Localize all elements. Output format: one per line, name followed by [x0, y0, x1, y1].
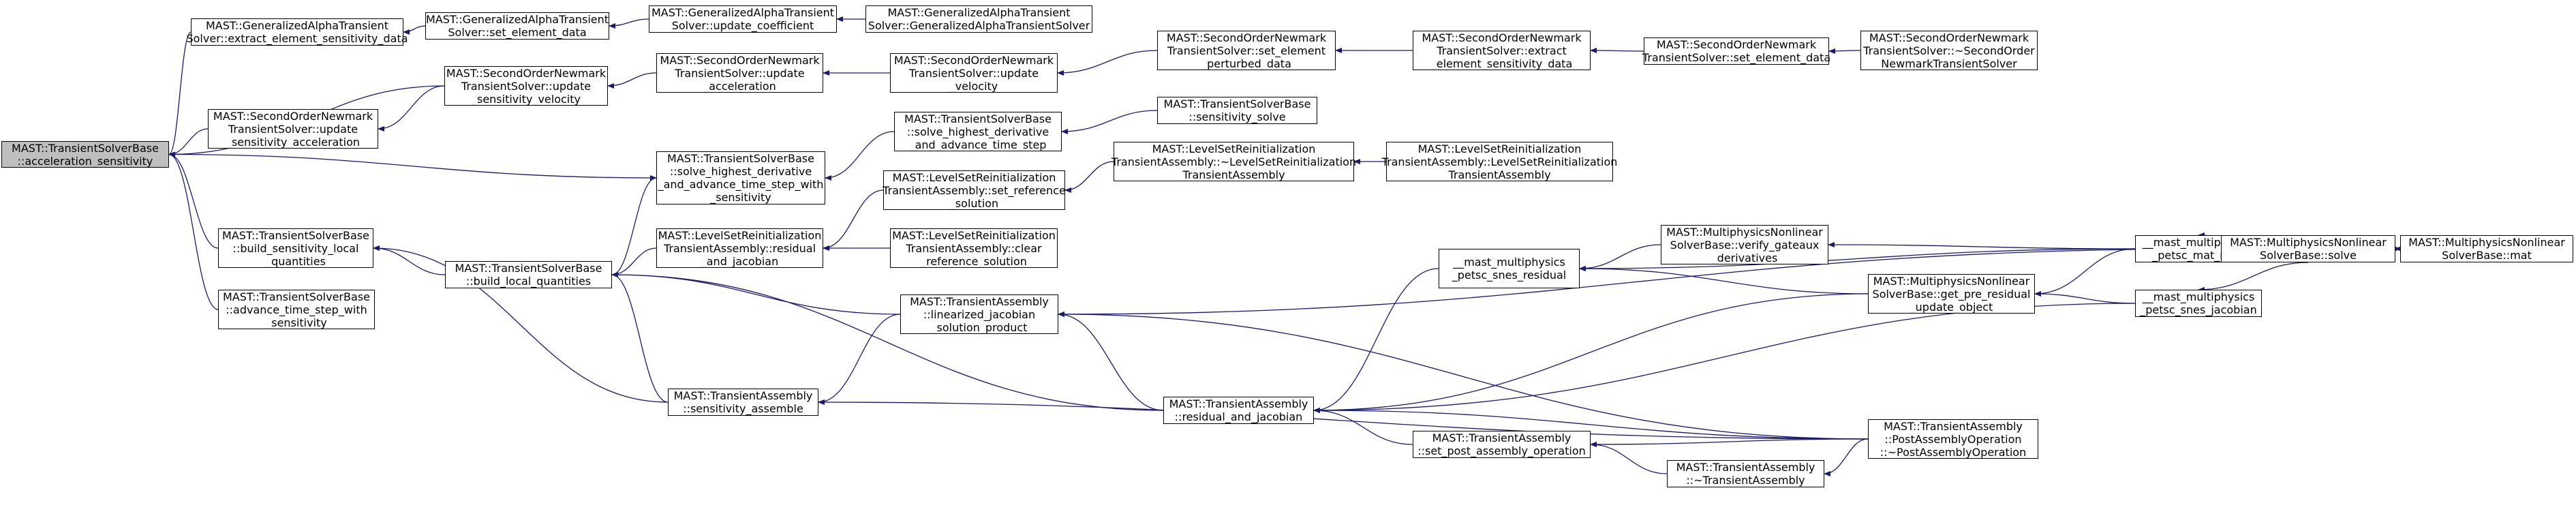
- node-ga-set-element-data[interactable]: MAST::GeneralizedAlphaTransient Solver::…: [425, 12, 609, 40]
- node-get-pre-residual-update-object[interactable]: MAST::MultiphysicsNonlinear SolverBase::…: [1868, 274, 2035, 314]
- edge-n36-to-n35: [1824, 438, 1869, 476]
- call-graph-edges: [168, 16, 2402, 476]
- node-solve-highest-derivative-with-sensitivity[interactable]: MAST::TransientSolverBase ::solve_highes…: [656, 151, 825, 204]
- edge-n16-to-n0: [168, 151, 219, 249]
- node-ga-update-coefficient[interactable]: MAST::GeneralizedAlphaTransient Solver::…: [649, 5, 837, 33]
- edge-n13-to-n0: [168, 151, 657, 179]
- node-acceleration-sensitivity: MAST::TransientSolverBase ::acceleration…: [1, 141, 169, 168]
- edge-n8-to-n7: [1057, 50, 1158, 76]
- edge-n30-to-n29: [2034, 248, 2136, 297]
- edge-n25-to-n17: [611, 272, 669, 403]
- node-petsc-snes-jacobian[interactable]: __mast_multiphysics _petsc_snes_jacobian: [2135, 290, 2262, 317]
- node-post-assembly-operation-destructor[interactable]: MAST::TransientAssembly ::PostAssemblyOp…: [1868, 419, 2038, 459]
- edge-n31-to-n26: [1313, 303, 2136, 413]
- edge-n3-to-n2: [609, 18, 649, 29]
- node-sensitivity-assemble[interactable]: MAST::TransientAssembly ::sensitivity_as…: [668, 389, 818, 416]
- node-set-post-assembly-operation[interactable]: MAST::TransientAssembly ::set_post_assem…: [1413, 431, 1591, 458]
- node-transient-assembly-destructor[interactable]: MAST::TransientAssembly ::~TransientAsse…: [1667, 460, 1824, 487]
- node-residual-and-jacobian[interactable]: MAST::TransientAssembly ::residual_and_j…: [1163, 397, 1314, 424]
- edge-n24-to-n0: [168, 151, 219, 310]
- node-son-extract-element-sensitivity-data[interactable]: MAST::SecondOrderNewmark TransientSolver…: [1413, 31, 1591, 70]
- edge-n29-to-n26: [1313, 293, 1869, 413]
- node-son-destructor[interactable]: MAST::SecondOrderNewmark TransientSolver…: [1860, 31, 2038, 70]
- node-son-set-element-data[interactable]: MAST::SecondOrderNewmark TransientSolver…: [1642, 37, 1831, 65]
- edge-n26-to-n23: [1058, 312, 1164, 411]
- edge-n36-to-n25: [818, 399, 1869, 440]
- edge-n36-to-n23: [1058, 312, 1869, 440]
- node-build-sensitivity-local-quantities[interactable]: MAST::TransientSolverBase ::build_sensit…: [218, 228, 373, 268]
- node-son-update-velocity[interactable]: MAST::SecondOrderNewmark TransientSolver…: [890, 53, 1058, 93]
- edge-n26-to-n17: [611, 272, 1164, 411]
- node-verify-gateaux-derivatives[interactable]: MAST::MultiphysicsNonlinear SolverBase::…: [1661, 225, 1828, 264]
- node-son-set-element-perturbed-data[interactable]: MAST::SecondOrderNewmark TransientSolver…: [1157, 31, 1336, 70]
- edge-n36-to-n34: [1590, 438, 1869, 447]
- node-advance-time-step-with-sensitivity[interactable]: MAST::TransientSolverBase ::advance_time…: [218, 290, 375, 329]
- node-son-update-acceleration[interactable]: MAST::SecondOrderNewmark TransientSolver…: [656, 53, 823, 93]
- node-son-update-sensitivity-acceleration[interactable]: MAST::SecondOrderNewmark TransientSolver…: [208, 109, 378, 149]
- edge-n1-to-n0: [168, 31, 191, 157]
- edge-n25-to-n16: [373, 245, 669, 403]
- node-multiphysics-solve[interactable]: MAST::MultiphysicsNonlinear SolverBase::…: [2221, 235, 2395, 262]
- edge-n11-to-n10: [1828, 48, 1861, 54]
- edge-n27-to-n26: [1313, 268, 1439, 413]
- node-son-update-sensitivity-velocity[interactable]: MAST::SecondOrderNewmark TransientSolver…: [444, 66, 608, 106]
- node-lsr-clear-reference-solution[interactable]: MAST::LevelSetReinitialization Transient…: [890, 228, 1058, 268]
- edge-n14-to-n13: [825, 131, 895, 181]
- edge-n32-to-n23: [1058, 248, 2222, 317]
- edge-n10-to-n9: [1590, 48, 1644, 54]
- edge-n12-to-n0: [168, 128, 209, 157]
- edge-n35-to-n34: [1590, 442, 1668, 474]
- edge-n23-to-n17: [611, 272, 901, 315]
- node-ga-extract-element-sensitivity-data[interactable]: MAST::GeneralizedAlphaTransient Solver::…: [186, 18, 408, 46]
- edge-n34-to-n26: [1313, 408, 1413, 445]
- edge-n30-to-n27: [1579, 248, 2136, 271]
- edge-n28-to-n27: [1579, 244, 1661, 271]
- edge-n2-to-n1: [403, 25, 426, 35]
- edge-n17-to-n16: [373, 245, 446, 275]
- node-build-local-quantities[interactable]: MAST::TransientSolverBase ::build_local_…: [445, 261, 612, 288]
- node-solve-highest-derivative[interactable]: MAST::TransientSolverBase ::solve_highes…: [894, 112, 1062, 151]
- node-lsr-destructor[interactable]: MAST::LevelSetReinitialization Transient…: [1111, 142, 1357, 181]
- edge-n15-to-n14: [1061, 110, 1158, 134]
- edge-n20-to-n19: [1064, 161, 1114, 193]
- edge-n30-to-n28: [1828, 242, 2136, 249]
- node-sensitivity-solve[interactable]: MAST::TransientSolverBase ::sensitivity_…: [1157, 97, 1317, 124]
- node-linearized-jacobian-solution-product[interactable]: MAST::TransientAssembly ::linearized_jac…: [900, 294, 1058, 334]
- node-multiphysics-mat[interactable]: MAST::MultiphysicsNonlinear SolverBase::…: [2400, 235, 2573, 262]
- edge-n31-to-n29: [2034, 291, 2136, 304]
- edge-n23-to-n25: [818, 314, 901, 405]
- edge-n17-to-n13: [611, 175, 657, 275]
- edge-n6-to-n5: [607, 72, 657, 89]
- node-lsr-set-reference-solution[interactable]: MAST::LevelSetReinitialization Transient…: [883, 170, 1066, 210]
- edge-n19-to-n18: [823, 189, 884, 251]
- edge-n36-to-n26: [1313, 408, 1869, 440]
- node-petsc-snes-residual[interactable]: __mast_multiphysics _petsc_snes_residual: [1439, 249, 1580, 288]
- edge-n32-to-n31: [2198, 262, 2309, 292]
- edge-n5-to-n12: [378, 85, 445, 132]
- node-lsr-constructor[interactable]: MAST::LevelSetReinitialization Transient…: [1381, 142, 1618, 181]
- node-ga-constructor[interactable]: MAST::GeneralizedAlphaTransient Solver::…: [865, 5, 1092, 33]
- edge-n29-to-n27: [1579, 266, 1869, 294]
- node-lsr-residual-and-jacobian[interactable]: MAST::LevelSetReinitialization Transient…: [656, 228, 823, 268]
